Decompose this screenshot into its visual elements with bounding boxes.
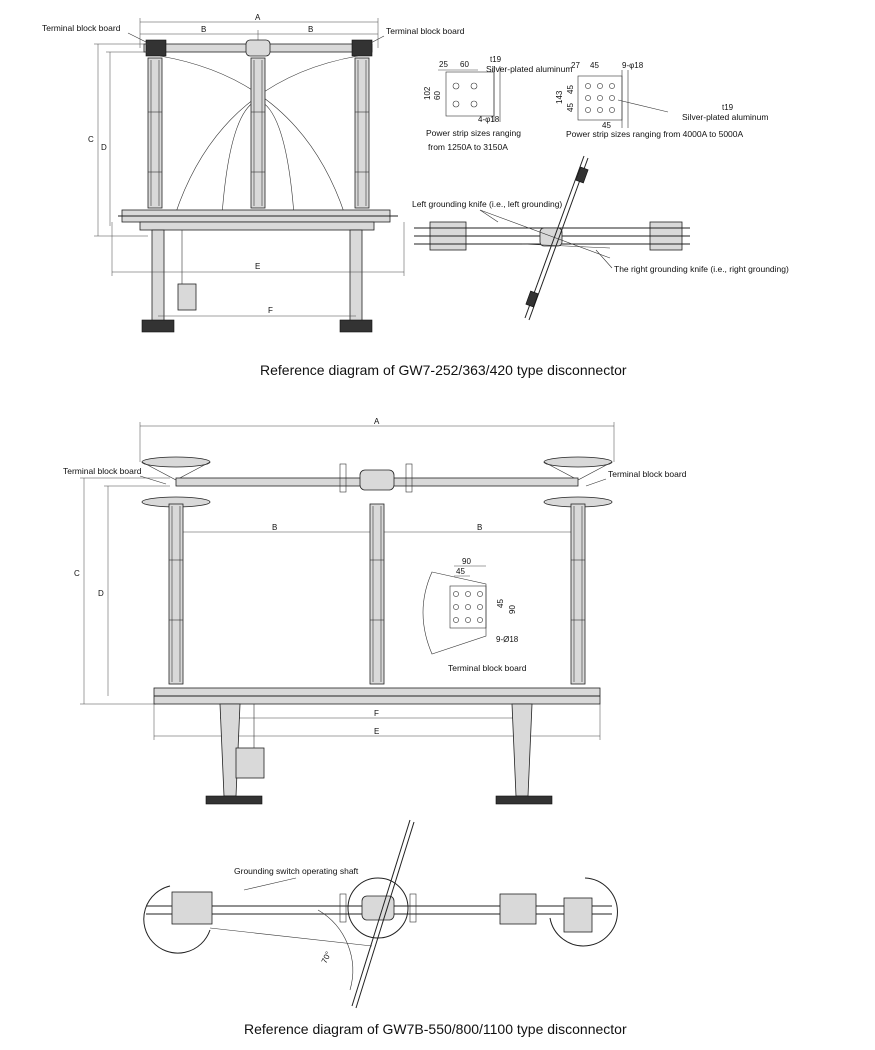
bottom-terminal-right-label: Terminal block board xyxy=(608,469,687,479)
bottom-ground-shaft-label: Grounding switch operating shaft xyxy=(234,866,359,876)
top-dim-a: A xyxy=(255,13,261,22)
top-strip-small-dim-60: 60 xyxy=(460,60,469,69)
top-strip-large-dim-27: 27 xyxy=(571,61,580,70)
top-strip-small-dim-102: 102 xyxy=(423,86,432,100)
bottom-column-left xyxy=(168,503,184,685)
bottom-board-holes: 9-Ø18 xyxy=(496,635,519,644)
top-front-view: A B B Terminal block board Terminal bloc… xyxy=(42,13,465,333)
bottom-dim-d: D xyxy=(98,589,104,598)
top-strip-small-material: Silver-plated aluminum xyxy=(486,64,572,74)
top-column-left xyxy=(147,57,163,209)
top-plan-view: Left grounding knife (i.e., left groundi… xyxy=(412,155,789,321)
bottom-dim-c: C xyxy=(74,569,80,578)
top-strip-large-dim-143: 143 xyxy=(555,90,564,104)
top-dim-d: D xyxy=(101,143,107,152)
top-strip-large-dim-45a: 45 xyxy=(566,85,575,94)
top-strip-large-holes: 9-φ18 xyxy=(622,61,644,70)
top-left-ground-label: Left grounding knife (i.e., left groundi… xyxy=(412,199,562,209)
bottom-board-dim-90: 90 xyxy=(462,557,471,566)
top-strip-small-note1: Power strip sizes ranging xyxy=(426,128,521,138)
bottom-board-dim-45: 45 xyxy=(456,567,465,576)
bottom-front-view: A Terminal block board Terminal block bo… xyxy=(63,417,687,805)
top-strip-small-t: t19 xyxy=(490,55,502,64)
bottom-column-center xyxy=(369,503,385,685)
top-dim-f: F xyxy=(268,306,273,315)
top-strip-large-dim-45b: 45 xyxy=(566,103,575,112)
top-strip-small-holes: 4-φ18 xyxy=(478,115,500,124)
top-dim-b2: B xyxy=(308,25,313,34)
top-strip-large: 27 45 9-φ18 143 45 45 45 t19 Silver-plat… xyxy=(555,61,768,139)
bottom-dim-b2: B xyxy=(477,523,482,532)
bottom-dim-e: E xyxy=(374,727,379,736)
top-strip-large-dim-45: 45 xyxy=(590,61,599,70)
top-strip-large-note: Power strip sizes ranging from 4000A to … xyxy=(566,129,744,139)
bottom-angle-label: 70° xyxy=(320,950,333,965)
bottom-plan-view: 70° Grounding switch operating shaft xyxy=(143,819,618,1009)
bottom-caption: Reference diagram of GW7B-550/800/1100 t… xyxy=(244,1021,627,1037)
top-terminal-right-label: Terminal block board xyxy=(386,26,465,36)
bottom-dim-a: A xyxy=(374,417,380,426)
bottom-dim-b1: B xyxy=(272,523,277,532)
top-terminal-left-label: Terminal block board xyxy=(42,23,121,33)
top-strip-small: 25 60 t19 Silver-plated aluminum 102 60 … xyxy=(423,55,572,152)
top-dim-b1: B xyxy=(201,25,206,34)
top-column-center xyxy=(250,57,266,209)
top-caption: Reference diagram of GW7-252/363/420 typ… xyxy=(260,362,627,378)
top-dim-e: E xyxy=(255,262,260,271)
bottom-board-dim-45v: 45 xyxy=(496,599,505,608)
top-strip-small-dim-25: 25 xyxy=(439,60,448,69)
bottom-dim-f: F xyxy=(374,709,379,718)
bottom-terminal-board-detail: 90 45 45 90 9-Ø18 Terminal block board xyxy=(422,557,527,673)
bottom-column-right xyxy=(570,503,586,685)
top-strip-large-dim-45c: 45 xyxy=(602,121,611,130)
bottom-terminal-left-label: Terminal block board xyxy=(63,466,142,476)
bottom-board-label: Terminal block board xyxy=(448,663,527,673)
top-strip-large-t: t19 xyxy=(722,103,734,112)
top-strip-small-note2: from 1250A to 3150A xyxy=(428,142,508,152)
top-right-ground-label: The right grounding knife (i.e., right g… xyxy=(614,264,789,274)
top-column-right xyxy=(354,57,370,209)
top-strip-large-material: Silver-plated aluminum xyxy=(682,112,768,122)
top-strip-small-dim-60v: 60 xyxy=(433,91,442,100)
top-dim-c: C xyxy=(88,135,94,144)
bottom-board-dim-90v: 90 xyxy=(508,605,517,614)
